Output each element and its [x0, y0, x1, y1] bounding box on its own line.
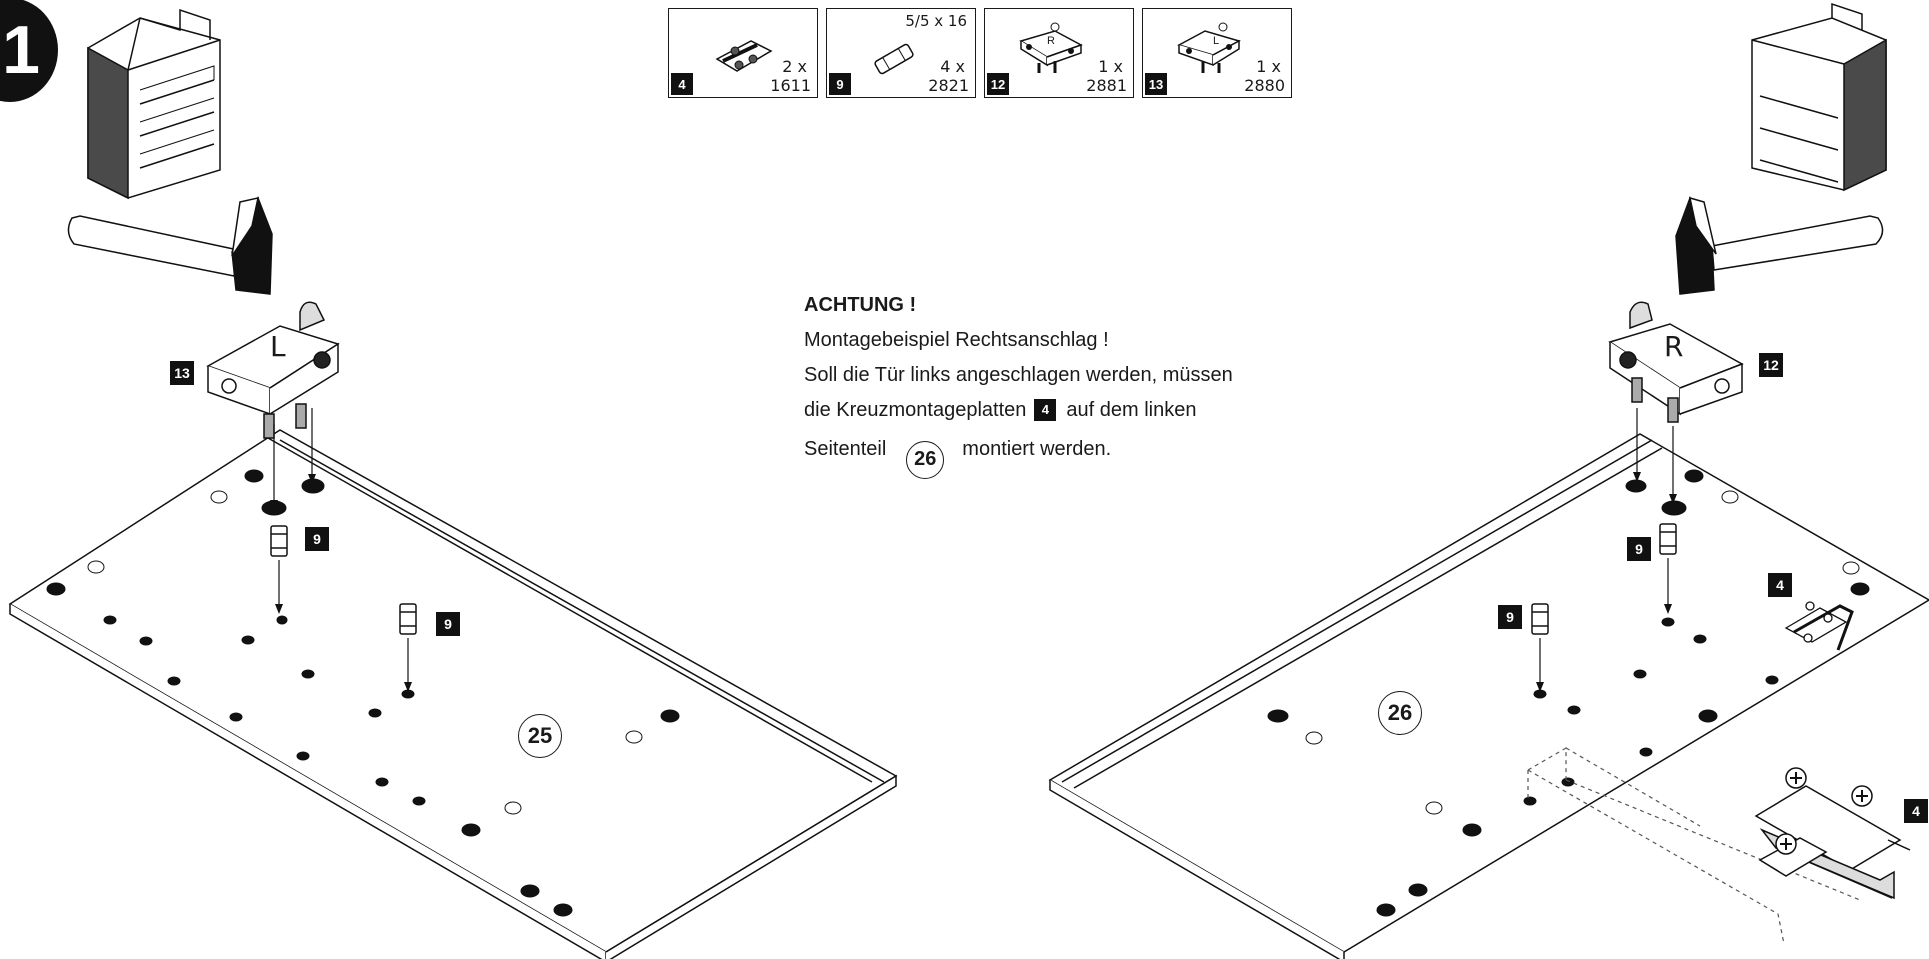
note-title: ACHTUNG !: [804, 294, 917, 316]
label-hinge-13: 13: [170, 361, 194, 385]
label-pin-left-a: 9: [305, 527, 329, 551]
label-plate-b: 4: [1904, 799, 1928, 823]
cabinet-left-icon: [87, 8, 221, 200]
label-pin-right-a: 9: [1627, 537, 1651, 561]
note-line-1: Montagebeispiel Rechtsanschlag !: [804, 329, 1109, 351]
hammer-left-icon: [67, 196, 273, 295]
connector-pin-icon: [874, 43, 914, 75]
panel-25-holes: [46, 469, 680, 917]
label-panel-25: 25: [518, 714, 562, 758]
part-box-13: L 1 x 2880 13: [1142, 8, 1292, 98]
part-box-4: 2 x 1611 4: [668, 8, 818, 98]
hinge-right-letter: R: [1664, 330, 1684, 363]
hinge-right-icon: [1019, 22, 1083, 73]
pin-left-a: [270, 525, 288, 557]
parts-legend: 2 x 1611 4 5/5 x 16 4 x 2821 9 R 1 x: [668, 8, 1298, 100]
part-box-9: 5/5 x 16 4 x 2821 9: [826, 8, 976, 98]
mounting-plate-detail: [1754, 767, 1911, 900]
detail-callout-lines: [1527, 746, 1861, 945]
pin-right-b: [1531, 603, 1549, 635]
part-box-12: R 1 x 2881 12: [984, 8, 1134, 98]
label-pin-right-b: 9: [1498, 605, 1522, 629]
pin-right-a: [1659, 523, 1677, 555]
panel-25: [8, 429, 898, 959]
pin-left-b: [399, 603, 417, 635]
warning-note: ACHTUNG ! Montagebeispiel Rechtsanschlag…: [804, 288, 1233, 479]
hammer-right-icon: [1675, 195, 1884, 295]
panel-26-holes: [1267, 469, 1870, 917]
panel-26: [1048, 433, 1929, 959]
label-hinge-12: 12: [1759, 353, 1783, 377]
label-panel-26: 26: [1378, 691, 1422, 735]
hinge-right-12: [1608, 301, 1744, 423]
note-panel-circle: 26: [906, 440, 945, 479]
hinge-left-icon: [1177, 22, 1241, 73]
label-pin-left-b: 9: [436, 612, 460, 636]
note-line-2: Soll die Tür links angeschlagen werden, …: [804, 364, 1233, 386]
note-part-badge: 4: [1034, 398, 1057, 421]
label-plate-a: 4: [1768, 573, 1792, 597]
mounting-plate-small: [1784, 601, 1854, 651]
cabinet-right-icon: [1751, 2, 1887, 192]
hinge-left-13: [206, 301, 340, 439]
hinge-left-letter: L: [270, 330, 286, 363]
cross-mounting-plate-icon: [715, 40, 773, 72]
